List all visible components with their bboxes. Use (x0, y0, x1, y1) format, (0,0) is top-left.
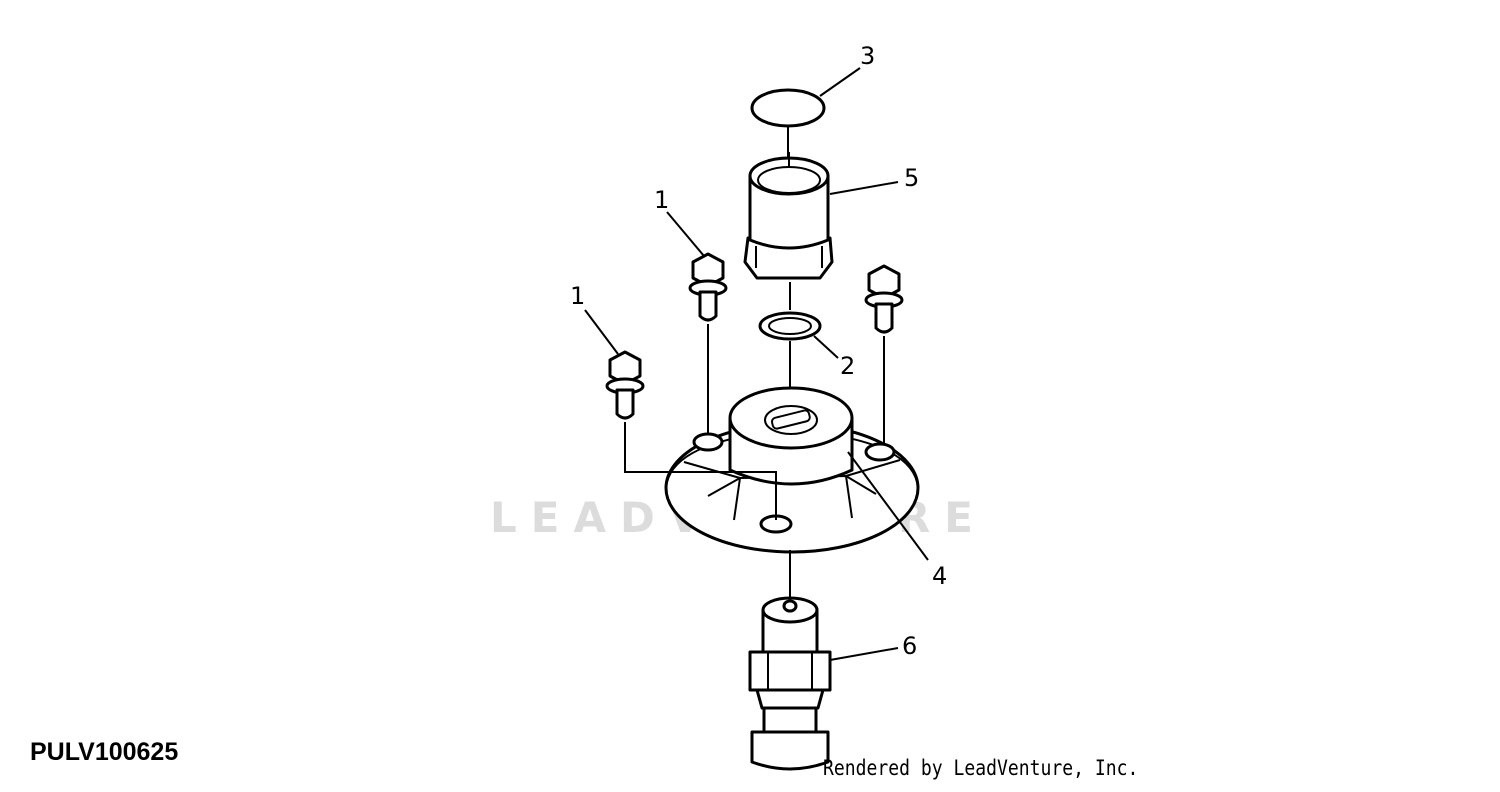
part-upper-coupler (743, 152, 834, 280)
callout-flange: 4 (932, 562, 947, 590)
callout-upper-coupler: 5 (904, 164, 919, 192)
callout-o-ring: 2 (840, 352, 855, 380)
leader-lines (584, 67, 929, 661)
part-bolt-left (605, 350, 777, 520)
part-bolt-right (864, 264, 904, 444)
part-flange (664, 386, 920, 598)
figure-code: PULV100625 (30, 738, 179, 766)
callout-seal: 3 (860, 42, 875, 70)
part-lower-coupler (748, 596, 832, 771)
callout-bolt-middle: 1 (654, 186, 669, 214)
part-bolt-middle (688, 252, 728, 434)
render-credit: Rendered by LeadVenture, Inc. (823, 756, 1139, 780)
callout-bolt-left: 1 (570, 282, 585, 310)
callout-lower-coupler: 6 (902, 632, 917, 660)
part-seal-disc (750, 88, 826, 160)
